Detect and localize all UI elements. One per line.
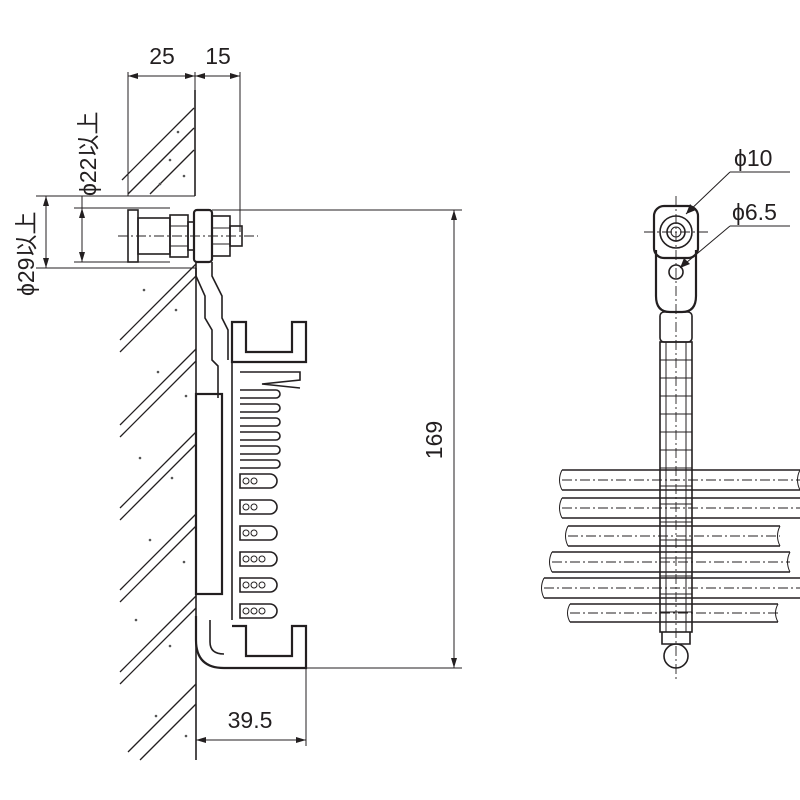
hanger-strap <box>195 262 229 398</box>
cable-rows <box>239 473 278 619</box>
dimension-label-169: 169 <box>421 421 447 459</box>
dimension-label-15: 15 <box>205 43 231 69</box>
leader-phi6-5 <box>679 225 790 269</box>
dimension-top <box>127 72 241 232</box>
wall-hatching <box>119 107 197 761</box>
dimension-phi29 <box>36 195 128 269</box>
base-plate <box>194 392 224 596</box>
dimension-label-phi10: ϕ10 <box>734 145 772 171</box>
dimension-169 <box>212 209 462 669</box>
front-view: ϕ10 ϕ6.5 <box>541 145 800 680</box>
anchor-bolt <box>118 208 258 264</box>
dimension-label-phi22: ϕ22以上 <box>75 112 101 196</box>
dimension-label-25: 25 <box>149 43 175 69</box>
dimension-label-phi6-5: ϕ6.5 <box>732 199 777 225</box>
wall-section <box>119 90 197 761</box>
comb-teeth <box>240 389 281 469</box>
dimension-label-phi29: ϕ29以上 <box>13 212 39 296</box>
upper-strap <box>654 250 698 343</box>
comb-holder <box>194 320 308 670</box>
side-view: 25 15 ϕ22以上 ϕ29以上 169 <box>13 43 462 761</box>
leader-phi10 <box>685 171 790 215</box>
dimension-label-39-5: 39.5 <box>228 707 273 733</box>
bolt-head <box>644 196 708 680</box>
wall-aggregate <box>134 130 188 738</box>
dimension-phi22 <box>74 196 170 263</box>
cable-bundle <box>541 469 800 623</box>
dimension-39-5 <box>196 668 307 746</box>
comb-strip <box>659 341 693 669</box>
